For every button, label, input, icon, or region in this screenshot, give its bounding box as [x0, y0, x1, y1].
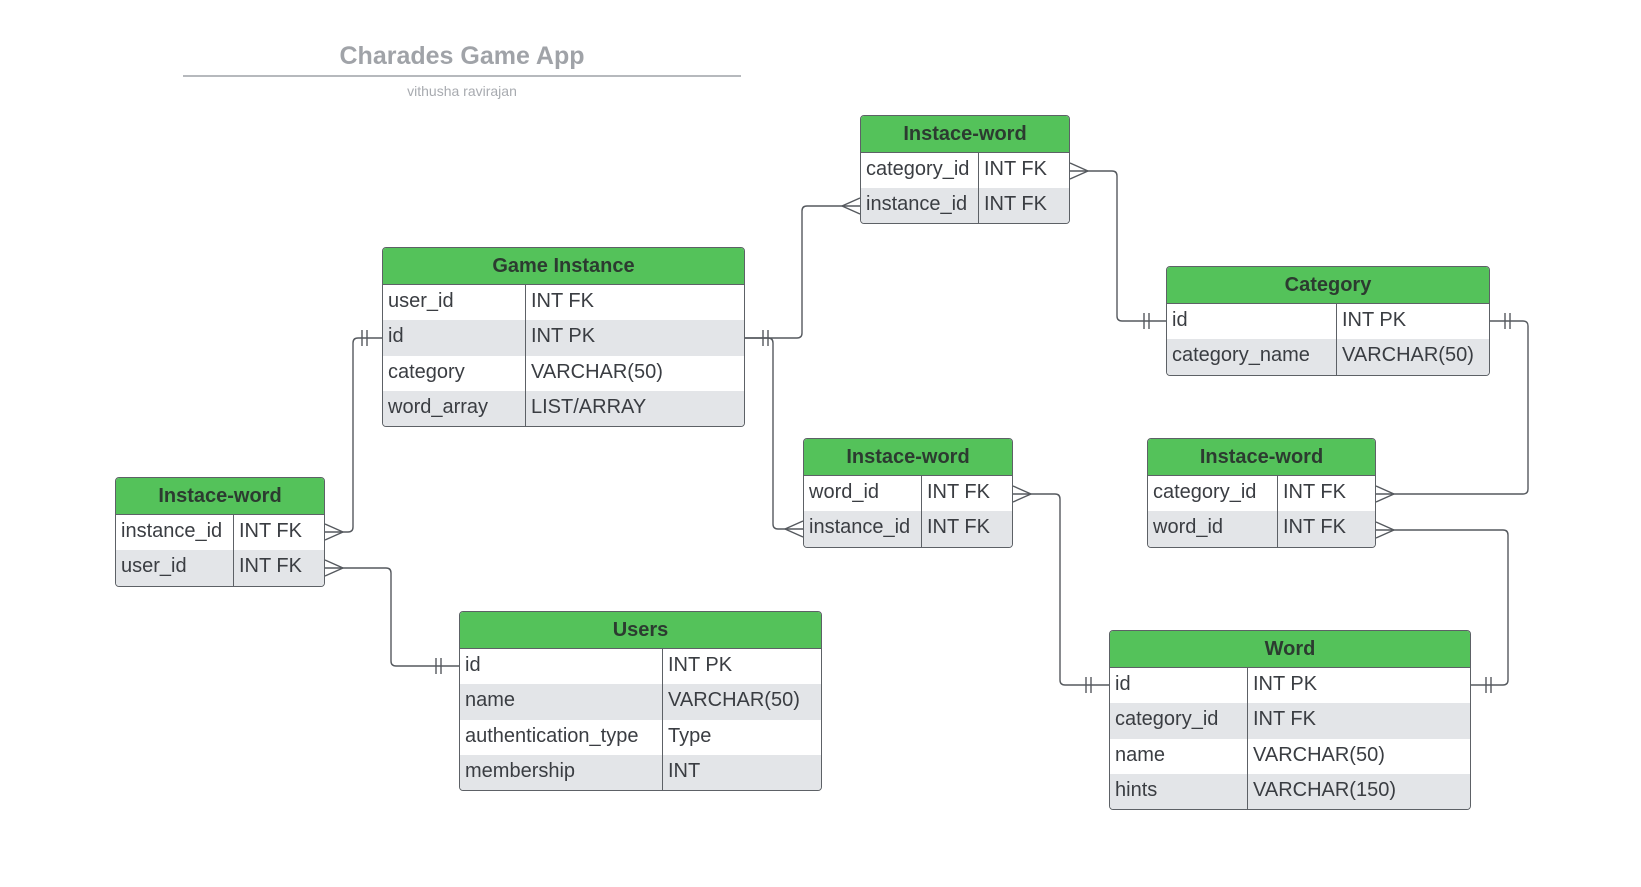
entity-title: Instace-word [1148, 439, 1375, 476]
connector-gameinstance-instaceword-left [324, 330, 382, 541]
table-row: word_id INT FK [804, 476, 1012, 512]
column-type: INT FK [984, 158, 1047, 180]
column-name: word_array [383, 390, 526, 426]
column-name: name [1110, 738, 1248, 774]
entity-title: Word [1110, 631, 1470, 668]
table-row: category_id INT FK [861, 153, 1069, 189]
column-type: INT [668, 759, 701, 782]
table-row: id INT PK [1110, 668, 1470, 704]
column-name: authentication_type [460, 719, 663, 755]
column-type: INT FK [1253, 708, 1316, 731]
column-type: INT FK [984, 193, 1047, 216]
column-type: INT FK [927, 481, 990, 503]
entity-title: Users [460, 612, 821, 649]
column-name: category_id [1148, 476, 1278, 512]
table-row: instance_id INT FK [116, 515, 324, 551]
column-type: INT FK [239, 555, 302, 578]
entity-title: Instace-word [804, 439, 1012, 476]
column-name: category_name [1167, 339, 1337, 375]
table-row: id INT PK [1167, 304, 1489, 340]
column-type: Type [668, 724, 712, 747]
column-name: word_id [1148, 511, 1278, 547]
column-name: id [1110, 668, 1248, 704]
table-row: word_array LIST/ARRAY [383, 390, 744, 426]
diagram-subtitle: vithusha ravirajan [407, 83, 517, 99]
column-type: VARCHAR(50) [531, 360, 663, 383]
entity-instace-word-right[interactable]: Instace-word category_id INT FK word_id … [1147, 438, 1376, 548]
column-type: INT FK [1283, 481, 1346, 503]
table-row: id INT PK [383, 320, 744, 356]
entity-title: Instace-word [861, 116, 1069, 153]
table-row: id INT PK [460, 649, 821, 685]
entity-instace-word-top[interactable]: Instace-word category_id INT FK instance… [860, 115, 1070, 224]
column-name: membership [460, 754, 663, 790]
column-type: VARCHAR(50) [668, 689, 800, 712]
connector-users-instaceword-left [324, 559, 459, 674]
entity-instace-word-left[interactable]: Instace-word instance_id INT FK user_id … [115, 477, 325, 587]
entity-title: Category [1167, 267, 1489, 304]
table-row: category_name VARCHAR(50) [1167, 339, 1489, 375]
column-type: INT FK [239, 520, 302, 542]
table-row: word_id INT FK [1148, 511, 1375, 547]
entity-instace-word-middle[interactable]: Instace-word word_id INT FK instance_id … [803, 438, 1013, 548]
column-name: category_id [861, 153, 979, 189]
connector-gameinstance-instaceword-top [745, 197, 861, 346]
connector-gameinstance-instaceword-middle [745, 337, 804, 538]
column-type: INT FK [531, 290, 594, 312]
column-type: LIST/ARRAY [531, 395, 647, 418]
column-type: INT PK [668, 654, 733, 676]
column-name: category [383, 355, 526, 391]
entity-game-instance[interactable]: Game Instance user_id INT FK id INT PK c… [382, 247, 745, 427]
column-type: INT PK [531, 325, 596, 348]
column-type: INT PK [1342, 309, 1407, 331]
table-row: membership INT [460, 754, 821, 790]
column-type: VARCHAR(150) [1253, 778, 1396, 801]
column-name: name [460, 684, 663, 720]
column-name: hints [1110, 773, 1248, 809]
table-row: user_id INT FK [383, 285, 744, 321]
table-row: name VARCHAR(50) [1110, 738, 1470, 774]
entity-title: Instace-word [116, 478, 324, 515]
diagram-title: Charades Game App [339, 42, 585, 70]
column-name: instance_id [861, 188, 979, 223]
table-row: authentication_type Type [460, 719, 821, 755]
connector-word-instaceword-middle [1012, 485, 1109, 693]
entity-users[interactable]: Users id INT PK name VARCHAR(50) authent… [459, 611, 822, 791]
table-row: category_id INT FK [1110, 703, 1470, 739]
entity-word[interactable]: Word id INT PK category_id INT FK name V… [1109, 630, 1471, 810]
entity-category[interactable]: Category id INT PK category_name VARCHAR… [1166, 266, 1490, 376]
table-row: user_id INT FK [116, 550, 324, 586]
column-name: user_id [383, 285, 526, 321]
column-type: INT FK [1283, 516, 1346, 539]
column-type: INT FK [927, 516, 990, 539]
connector-word-instaceword-right [1375, 521, 1509, 693]
table-row: instance_id INT FK [861, 188, 1069, 223]
table-row: category_id INT FK [1148, 476, 1375, 512]
column-name: instance_id [804, 511, 922, 547]
column-name: user_id [116, 550, 234, 586]
column-name: id [460, 649, 663, 685]
title-underline [183, 75, 741, 77]
table-row: category VARCHAR(50) [383, 355, 744, 391]
table-row: name VARCHAR(50) [460, 684, 821, 720]
table-row: hints VARCHAR(150) [1110, 773, 1470, 809]
column-type: VARCHAR(50) [1342, 344, 1474, 367]
connector-category-instaceword-right [1375, 313, 1529, 503]
entity-title: Game Instance [383, 248, 744, 285]
column-name: instance_id [116, 515, 234, 551]
column-name: category_id [1110, 703, 1248, 739]
table-row: instance_id INT FK [804, 511, 1012, 547]
column-name: id [1167, 304, 1337, 340]
column-type: INT PK [1253, 673, 1318, 695]
column-name: word_id [804, 476, 922, 512]
connector-category-instaceword-top [1069, 162, 1166, 329]
column-type: VARCHAR(50) [1253, 743, 1385, 766]
column-name: id [383, 320, 526, 356]
